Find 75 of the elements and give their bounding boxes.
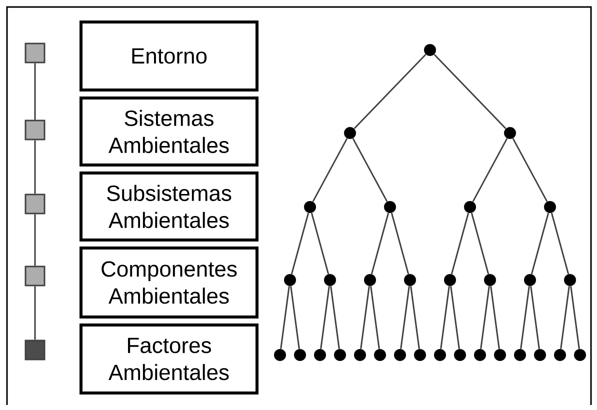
branch-line <box>434 54 506 130</box>
tree-dot <box>354 349 366 361</box>
tree-dot <box>464 201 476 213</box>
label-box: Subsistemas Ambientales <box>80 172 258 242</box>
connector-line <box>34 214 36 266</box>
branch-line <box>520 286 530 349</box>
tree-dot <box>284 274 296 286</box>
branch-line <box>470 212 490 274</box>
branch-line <box>370 286 380 349</box>
tree-dot <box>414 349 426 361</box>
branch-line <box>560 286 570 349</box>
level-square <box>24 120 46 140</box>
branch-line <box>390 212 410 274</box>
tree-dot <box>534 349 546 361</box>
tree-dot <box>474 349 486 361</box>
branch-line <box>280 286 290 349</box>
branch-line <box>360 286 370 349</box>
branch-line <box>290 286 300 349</box>
branch-line <box>480 286 490 349</box>
branch-line <box>400 286 410 349</box>
branch-line <box>320 286 330 349</box>
branch-line <box>530 212 550 274</box>
connector-line <box>34 140 36 194</box>
tree-dot <box>384 201 396 213</box>
tree-dot <box>504 127 516 139</box>
tree-dot <box>324 274 336 286</box>
branch-line <box>354 54 426 130</box>
tree-dot <box>484 274 496 286</box>
tree-dot <box>304 201 316 213</box>
tree-dot <box>314 349 326 361</box>
connector-line <box>34 286 36 340</box>
tree-dot <box>364 274 376 286</box>
branch-line <box>370 212 390 274</box>
branch-line <box>330 286 340 349</box>
branch-line <box>352 138 388 202</box>
branch-line <box>450 286 460 349</box>
label-box: Factores Ambientales <box>80 324 258 394</box>
branch-line <box>530 286 540 349</box>
tree-dot <box>574 349 586 361</box>
tree-dot <box>294 349 306 361</box>
connector-line <box>34 63 36 120</box>
tree-dot <box>404 274 416 286</box>
tree-dot <box>434 349 446 361</box>
branch-line <box>570 286 580 349</box>
branch-line <box>290 212 310 274</box>
label-box: Sistemas Ambientales <box>80 96 258 166</box>
branch-line <box>410 286 420 349</box>
tree-dot <box>424 44 436 56</box>
branch-line <box>512 138 548 202</box>
tree-dot <box>524 274 536 286</box>
tree-dot <box>344 127 356 139</box>
tree-dot <box>454 349 466 361</box>
tree-dot <box>334 349 346 361</box>
tree-dot <box>394 349 406 361</box>
tree-dot <box>444 274 456 286</box>
branch-line <box>440 286 450 349</box>
level-square <box>24 340 46 360</box>
branch-line <box>550 212 570 274</box>
tree-dot <box>514 349 526 361</box>
label-box: Componentes Ambientales <box>80 246 258 318</box>
tree-dot <box>554 349 566 361</box>
branch-line <box>490 286 500 349</box>
label-box: Entorno <box>80 20 258 92</box>
branch-line <box>450 212 470 274</box>
tree-dot <box>374 349 386 361</box>
branch-line <box>310 212 330 274</box>
level-square <box>24 194 46 214</box>
level-square <box>24 266 46 286</box>
tree-dot <box>544 201 556 213</box>
tree-dot <box>494 349 506 361</box>
branch-line <box>472 138 508 202</box>
level-square <box>24 42 46 64</box>
branch-line <box>312 138 348 202</box>
tree-dot <box>274 349 286 361</box>
tree-dot <box>564 274 576 286</box>
